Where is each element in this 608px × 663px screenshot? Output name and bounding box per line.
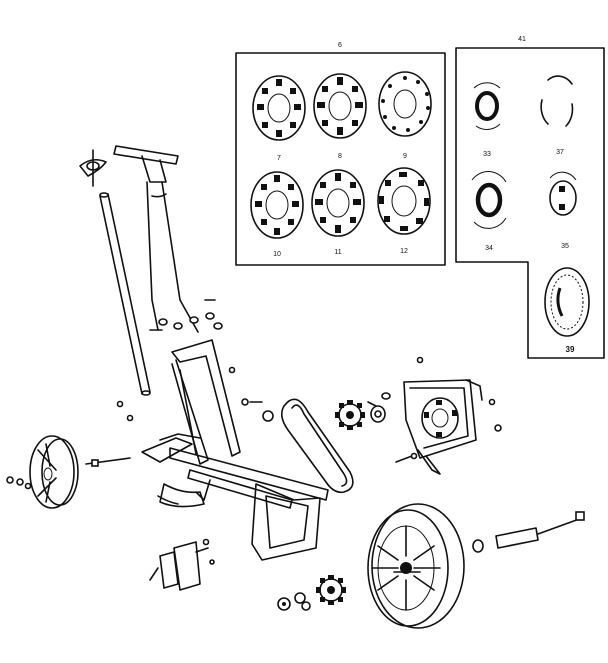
callout-6: 6 — [338, 42, 342, 49]
callout-39: 39 — [566, 345, 575, 354]
inset-box-right — [455, 47, 605, 359]
ring-34 — [471, 170, 507, 229]
marker-rod — [99, 192, 151, 396]
frame-bolts — [116, 366, 274, 553]
sprocket-lower — [316, 575, 346, 605]
callout-35: 35 — [561, 243, 569, 250]
ring-inset: 41 33 37 34 35 — [455, 36, 605, 359]
callout-34: 34 — [485, 245, 493, 252]
main-frame — [141, 339, 329, 561]
hub-nut — [367, 392, 391, 423]
drive-belt — [280, 398, 354, 494]
sprocket-upper — [335, 400, 365, 430]
callout-10: 10 — [273, 251, 281, 258]
seed-hopper — [395, 356, 502, 475]
callout-41: 41 — [518, 36, 526, 43]
seed-plate-11 — [311, 169, 365, 237]
callout-12: 12 — [400, 248, 408, 255]
lower-nuts — [277, 592, 311, 611]
handle-knob — [79, 149, 107, 187]
seed-plate-8 — [313, 73, 367, 139]
drive-wheel — [367, 503, 465, 629]
t-handle — [113, 145, 199, 333]
ring-33 — [473, 82, 501, 130]
lower-bracket — [149, 541, 215, 591]
callout-37: 37 — [556, 149, 564, 156]
seed-plate-12 — [377, 167, 431, 235]
callout-11: 11 — [334, 249, 341, 256]
ring-39 — [544, 267, 590, 337]
seed-plate-inset: 6 7 8 — [235, 42, 446, 266]
seed-plate-10 — [250, 171, 304, 239]
seed-plate-7 — [252, 75, 306, 141]
callout-8: 8 — [338, 153, 342, 160]
ring-35 — [549, 171, 577, 216]
callout-7: 7 — [277, 155, 281, 162]
handle-hardware — [149, 299, 223, 331]
callout-33: 33 — [483, 151, 491, 158]
axle-assembly — [472, 511, 585, 553]
small-wheel — [6, 435, 131, 509]
ring-37 — [540, 75, 574, 127]
seed-plate-9 — [378, 71, 432, 137]
inset-box-left — [235, 52, 446, 266]
callout-9: 9 — [403, 153, 407, 160]
